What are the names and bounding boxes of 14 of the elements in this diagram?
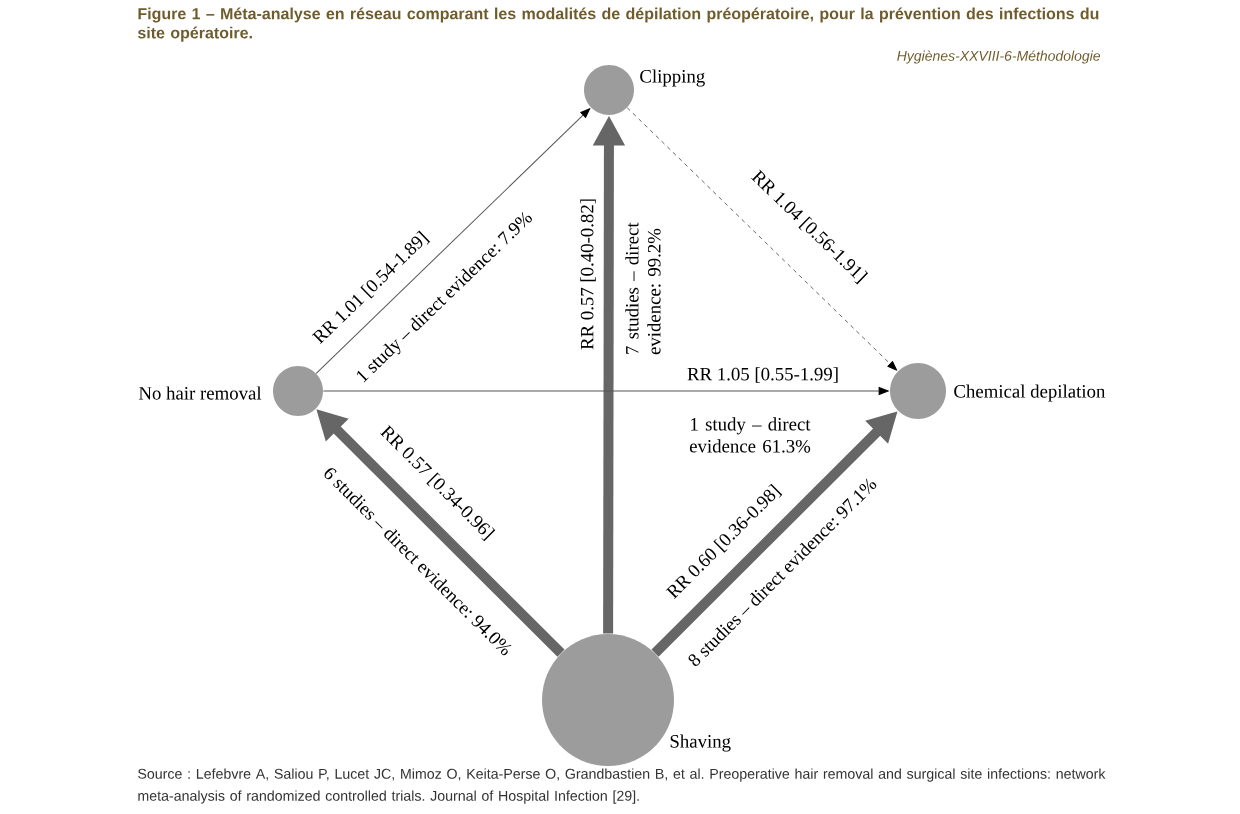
arrow bbox=[315, 108, 591, 374]
node-label: Chemical depilation bbox=[954, 384, 1106, 402]
edge-label: RR 0.57 [0.40-0.82] bbox=[578, 196, 598, 352]
dashed-arrow bbox=[626, 107, 898, 371]
node-label: No hair removal bbox=[138, 386, 262, 400]
node-label: Shaving bbox=[670, 734, 731, 752]
journal-reference: Hygiènes-XXVIII-6-Méthodologie bbox=[894, 48, 1103, 66]
evidence-note: 1 study – direct evidence 61.3% bbox=[683, 415, 817, 455]
source-caption: Source : Lefebvre A, Saliou P, Lucet JC, Mimoz O, Keita-Perse O, Grandbastien B, et al. Preoperative hair removal and surgical site infections: network meta-analysis of randomized controlled trials. Journal of Hospital Infection [29]. bbox=[138, 768, 1106, 804]
arrow bbox=[322, 387, 889, 395]
node-label: Clipping bbox=[640, 69, 705, 87]
edge-label: RR 1.05 [0.55-1.99] bbox=[685, 365, 841, 385]
figure-title: Figure 1 – Méta-analyse en réseau comparant les modalités de dépilation préopératoire, pour la prévention des infections du site opératoire. bbox=[137, 7, 1099, 42]
evidence-note: 7 studies – direct evidence: 99.2% bbox=[623, 213, 663, 357]
